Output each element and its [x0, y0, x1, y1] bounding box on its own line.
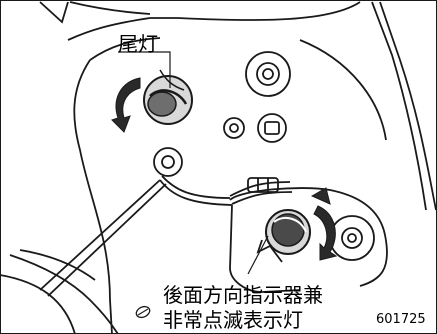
screw-boss-lower — [329, 215, 375, 261]
rotate-clockwise-arrow-icon — [310, 187, 338, 261]
figure-number: 601725 — [376, 312, 426, 327]
turn-signal-leader-line — [247, 235, 269, 275]
rear-turn-signal-label-line1: 後面方向指示器兼 — [163, 283, 323, 307]
turn-signal-socket — [256, 209, 311, 263]
leader-lines — [118, 51, 269, 275]
screw-boss-middle — [223, 113, 287, 143]
tail-light-socket — [143, 69, 193, 125]
wiring-harness — [39, 147, 293, 297]
rotate-counterclockwise-arrow-icon — [111, 77, 141, 133]
rear-turn-signal-label-line2: 非常点滅表示灯 — [163, 308, 303, 332]
tail-light-leader-line — [118, 51, 171, 88]
tail-light-label: 尾灯 — [118, 32, 158, 56]
screw-boss-upper — [245, 51, 291, 97]
bulb-icon — [135, 305, 151, 319]
